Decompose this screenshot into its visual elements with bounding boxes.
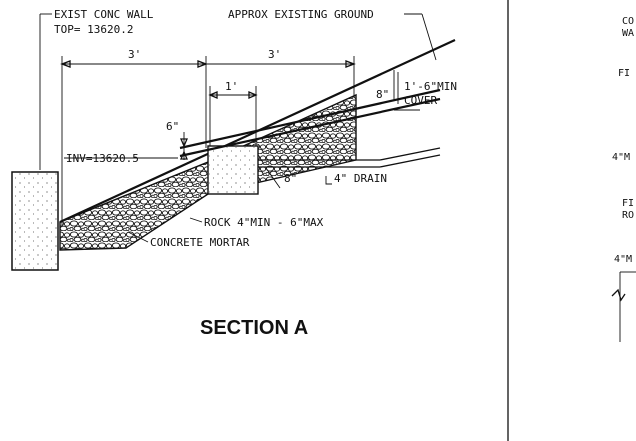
drain-pipe-outlet [258, 147, 441, 168]
drain-pipe-bottom [179, 97, 441, 158]
break-symbol [611, 288, 626, 302]
dim-pipe-width-label: 1' [225, 80, 238, 93]
dim-six-label: 6" [166, 120, 179, 133]
right-label-7: 4"M [614, 254, 632, 265]
right-label-4: 4"M [612, 152, 630, 163]
right-label-3: FI [618, 68, 630, 79]
cover-label-1: 1'-6"MIN [404, 80, 457, 93]
right-label-5: FI [622, 198, 634, 209]
right-label-2: WA [622, 28, 634, 39]
right-label-6: RO [622, 210, 634, 221]
dim-eight-bottom-label: 8" [284, 172, 297, 185]
existing-concrete-wall [11, 171, 59, 271]
drain-pipe-top [179, 88, 441, 150]
dim-right-label: 3' [268, 48, 281, 61]
section-title: SECTION A [200, 317, 308, 339]
inv-label: INV=13620.5 [66, 152, 139, 165]
right-label-1: CO [622, 16, 634, 27]
exist-wall-label-2: TOP= 13620.2 [54, 23, 133, 36]
mortar-label: CONCRETE MORTAR [150, 236, 250, 249]
approx-ground-label: APPROX EXISTING GROUND [228, 8, 374, 21]
cover-label-2: COVER [404, 94, 437, 107]
rock-label: ROCK 4"MIN - 6"MAX [204, 216, 324, 229]
drain-label: 4" DRAIN [334, 172, 387, 185]
dim-left-label: 3' [128, 48, 141, 61]
exist-wall-label-1: EXIST CONC WALL [54, 8, 154, 21]
dim-eight-top-label: 8" [376, 88, 389, 101]
